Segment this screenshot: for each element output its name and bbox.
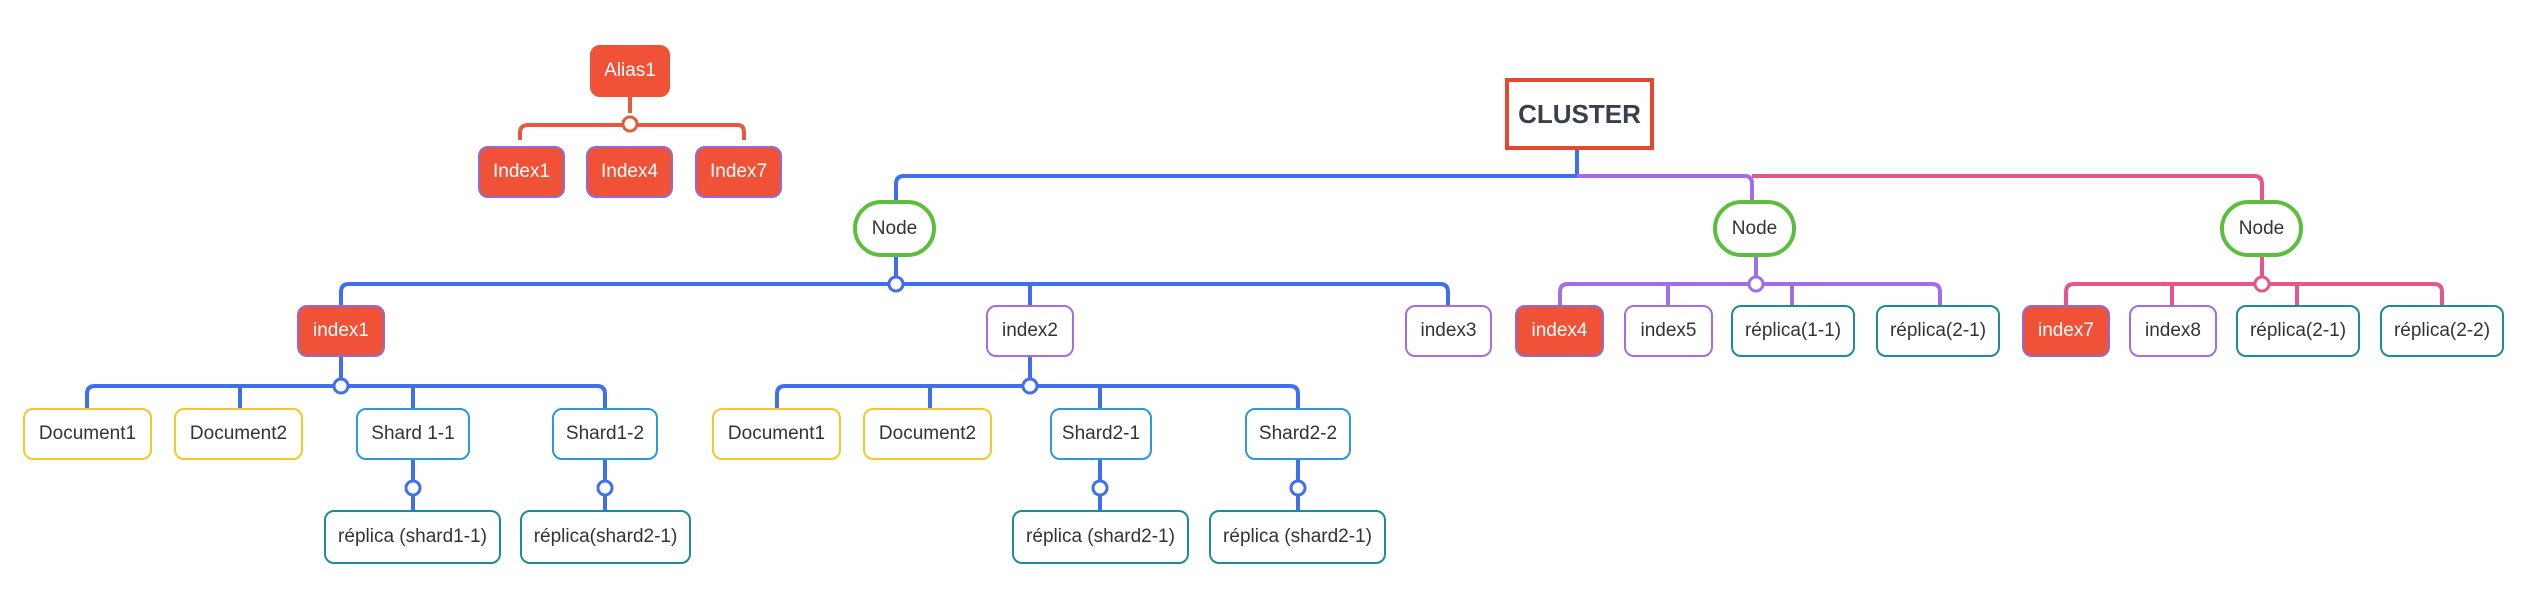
cluster-connectors (894, 150, 2264, 205)
index1-document2[interactable]: Document2 (174, 408, 303, 460)
node3-replica-2-1[interactable]: réplica(2-1) (2236, 305, 2360, 357)
node2-replica-1-1[interactable]: réplica(1-1) (1731, 305, 1855, 357)
index4-box[interactable]: index4 (1515, 305, 1604, 357)
node2-replica-2-1[interactable]: réplica(2-1) (1876, 305, 2000, 357)
index2-document2[interactable]: Document2 (863, 408, 992, 460)
node3-replica-2-2[interactable]: réplica(2-2) (2380, 305, 2504, 357)
alias-index-index4[interactable]: Index4 (586, 146, 673, 198)
node-2[interactable]: Node (1713, 200, 1796, 257)
node-1[interactable]: Node (853, 200, 936, 257)
replica-shard1-1[interactable]: réplica (shard1-1) (324, 510, 501, 564)
replica-shard2-1-a[interactable]: réplica(shard2-1) (520, 510, 691, 564)
index1-box[interactable]: index1 (297, 305, 385, 357)
index8-box[interactable]: index8 (2129, 305, 2217, 357)
index1-shard1-2[interactable]: Shard1-2 (552, 408, 658, 460)
node1-junctions (332, 275, 1307, 497)
index2-shard2-2[interactable]: Shard2-2 (1245, 408, 1351, 460)
index2-document1[interactable]: Document1 (712, 408, 841, 460)
alias-index-index1[interactable]: Index1 (478, 146, 565, 198)
node3-connectors (2064, 254, 2444, 305)
index5-box[interactable]: index5 (1624, 305, 1713, 357)
index2-box[interactable]: index2 (986, 305, 1074, 357)
alias-index-index7[interactable]: Index7 (695, 146, 782, 198)
index7-box[interactable]: index7 (2022, 305, 2110, 357)
cluster-box[interactable]: CLUSTER (1505, 78, 1654, 150)
index3-box[interactable]: index3 (1405, 305, 1492, 357)
index1-document1[interactable]: Document1 (23, 408, 152, 460)
replica-shard2-1-c[interactable]: réplica (shard2-1) (1209, 510, 1386, 564)
alias-box[interactable]: Alias1 (590, 45, 670, 97)
node2-junction (1747, 275, 1765, 293)
node1-connectors (85, 254, 1450, 510)
node-3[interactable]: Node (2220, 200, 2303, 257)
alias-junction (621, 115, 639, 133)
index2-shard2-1[interactable]: Shard2-1 (1050, 408, 1152, 460)
node3-junction (2253, 275, 2271, 293)
index1-shard-1-1[interactable]: Shard 1-1 (356, 408, 470, 460)
replica-shard2-1-b[interactable]: réplica (shard2-1) (1012, 510, 1189, 564)
